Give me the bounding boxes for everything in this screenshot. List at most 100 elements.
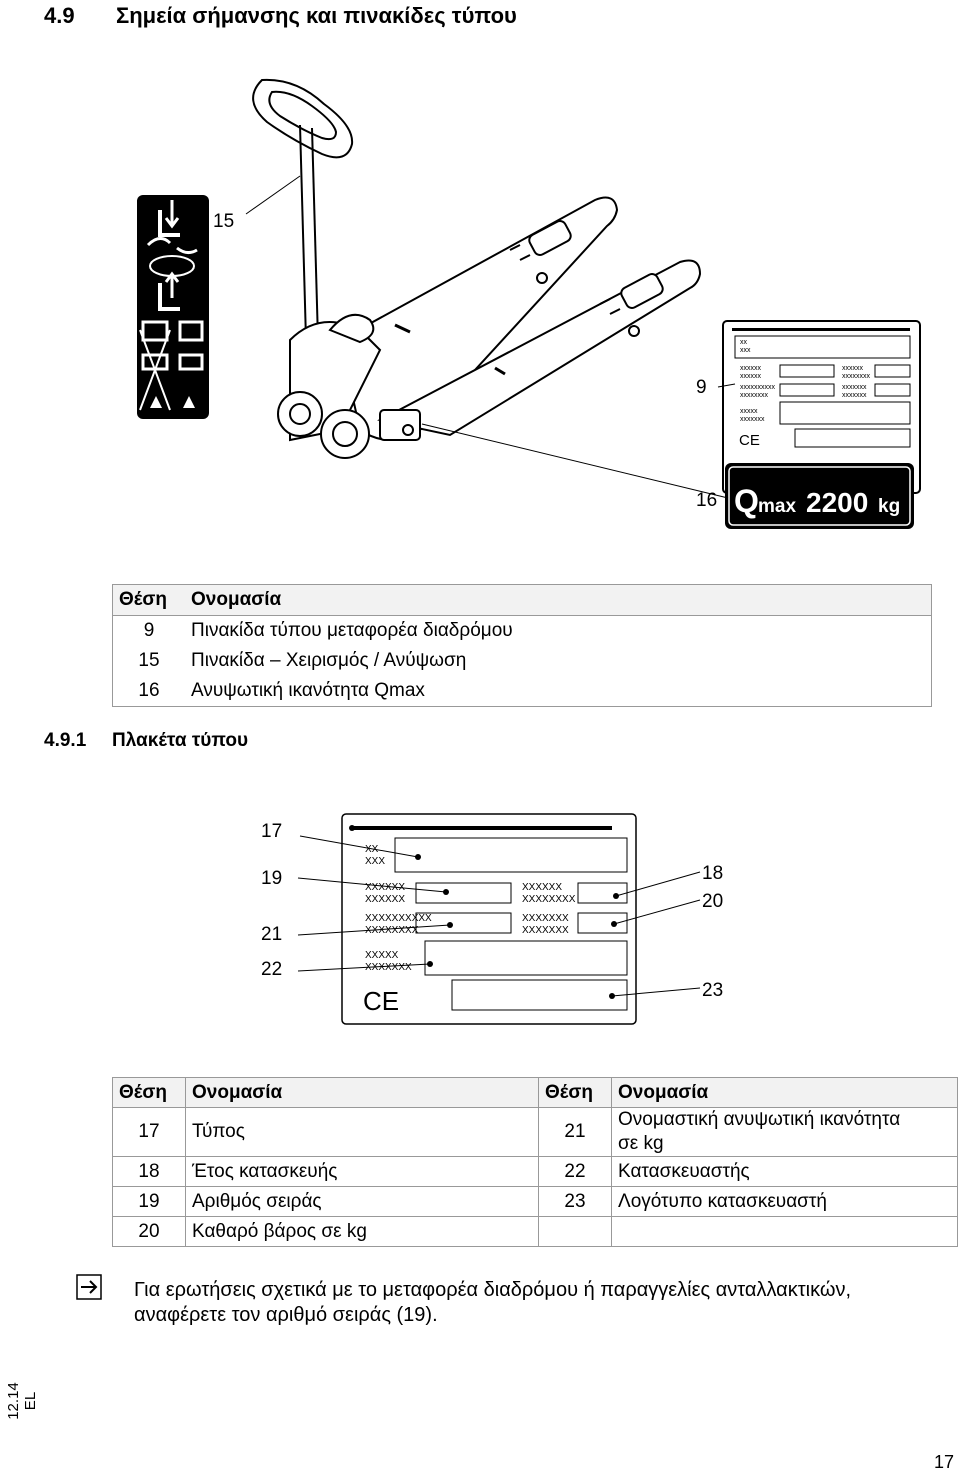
pallet-truck-figure: 15 [137,78,921,529]
row-name: Έτος κατασκευής [185,1156,539,1187]
ce-mark-small: CE [739,432,760,449]
document-code: 12.14 EL [5,1382,39,1420]
row-position-2 [538,1216,612,1247]
header-position: Θέση [112,1077,186,1108]
plate-text: XXXXXXX [522,913,569,924]
table-row: 18 Έτος κατασκευής 22 Κατασκευαστής [112,1156,958,1187]
plate-small-text: xxx [740,347,751,354]
type-plate-large: XX XXX XXXXXX XXXXXX XXXXXX XXXXXXXX XXX… [341,813,637,1025]
table-row: 19 Αριθμός σειράς 23 Λογότυπο κατασκευασ… [112,1186,958,1217]
row-position-2: 23 [538,1186,612,1217]
row-name: Ανυψωτική ικανότητα Qmax [191,680,425,701]
note-arrow-icon [76,1274,102,1300]
callout-19: 19 [261,868,282,889]
plate-text: XXXXXXX [365,962,412,973]
plate-text: XXXXX [365,950,399,961]
table-header-row: Θέση Ονομασία [112,584,932,616]
plate-small-text: xxxxxx [740,365,762,372]
table-row: 16 Ανυψωτική ικανότητα Qmax [113,676,932,707]
plate-small-text: xxxxxxx [842,384,867,391]
plate-text: XXXXXX [365,894,405,905]
table-row: 9 Πινακίδα τύπου μεταφορέα διαδρόμου [113,616,932,647]
callout-22: 22 [261,959,282,980]
callout-17: 17 [261,821,282,842]
header-name: Ονομασία [185,1077,539,1108]
header-name: Ονομασία [185,584,932,616]
header-name-2: Ονομασία [611,1077,958,1108]
table-row: 17 Τύπος 21 Ονομαστική ανυψωτική ικανότη… [112,1107,958,1157]
plate-small-text: xxxxxx [740,373,762,380]
header-position-2: Θέση [538,1077,612,1108]
plate-small-text: xxxxxxxxxx [740,384,776,391]
callout-23: 23 [702,980,723,1001]
row-name-2: Λογότυπο κατασκευαστή [611,1186,958,1217]
callout-15: 15 [213,211,234,232]
row-position: 17 [112,1107,186,1157]
row-position: 20 [112,1216,186,1247]
plate-text: XXX [365,856,385,867]
row-position: 15 [138,650,160,671]
plate-text: XX [365,844,379,855]
plate-text: XXXXXX [522,882,562,893]
plate-small-text: xxxxx [740,408,758,415]
plate-text: XXXXXXX [522,925,569,936]
operating-decal [137,195,209,419]
note-line-2: αναφέρετε τον αριθμό σειράς (19). [134,1304,438,1326]
table-header-row: Θέση Ονομασία Θέση Ονομασία [112,1077,958,1108]
plate-text: XXXXXXXX [522,894,576,905]
plate-text: XXXXXXXXXX [365,913,432,924]
note-line-1: Για ερωτήσεις σχετικά με το μεταφορέα δι… [134,1279,852,1301]
row-name: Πινακίδα τύπου μεταφορέα διαδρόμου [191,620,513,641]
callout-21: 21 [261,924,282,945]
plate-small-text: xxxxxxx [740,416,765,423]
page-number: 17 [934,1452,955,1472]
subsection-number: 4.9.1 [44,730,87,751]
plate-small-text: xxxxxxxx [740,392,769,399]
section-number: 4.9 [44,3,75,28]
row-name: Πινακίδα – Χειρισμός / Ανύψωση [191,650,467,671]
callout-20: 20 [702,891,723,912]
plate-text: XXXXXX [365,882,405,893]
qmax-max: max [758,496,796,517]
row-name-2 [611,1216,958,1247]
header-position: Θέση [112,584,185,616]
plate-small-text: xxxxxxx [842,392,867,399]
plate-small-text: xxxxxx [842,365,864,372]
position-table-1: Θέση Ονομασία 9 Πινακίδα τύπου μεταφορέα… [112,584,932,707]
ce-mark: CE [363,986,399,1016]
plate-text: XXXXXXXX [365,925,419,936]
row-position: 16 [138,680,160,701]
row-position-2: 22 [538,1156,612,1187]
row-name-2-line1: Ονομαστική ανυψωτική ικανότητα [618,1109,901,1130]
note-text: Για ερωτήσεις σχετικά με το μεταφορέα δι… [134,1278,960,1328]
type-plate-figure: XX XXX XXXXXX XXXXXX XXXXXX XXXXXXXX XXX… [261,813,723,1025]
plate-small-text: xxxxxxxx [842,373,871,380]
row-position: 18 [112,1156,186,1187]
row-name-2: Ονομαστική ανυψωτική ικανότητα σε kg [611,1107,958,1157]
plate-small-text: xx [740,339,748,346]
section-title: Σημεία σήμανσης και πινακίδες τύπου [116,3,517,28]
row-name: Αριθμός σειράς [185,1186,539,1217]
subsection-heading: 4.9.1 Πλακέτα τύπου [44,730,248,752]
position-table-2: Θέση Ονομασία Θέση Ονομασία 17 Τύπος 21 … [112,1077,958,1247]
qmax-value: 2200 [806,487,868,518]
qmax-unit: kg [878,496,900,517]
row-position: 9 [143,620,155,641]
pallet-truck-drawing [252,78,702,459]
type-plate-small: xx xxx xxxxxx xxxxxx xxxxxx xxxxxxxx xxx… [722,320,921,494]
section-heading: 4.9 Σημεία σήμανσης και πινακίδες τύπου [44,3,517,29]
row-position-2: 21 [538,1107,612,1157]
row-name: Τύπος [185,1107,539,1157]
callout-9: 9 [696,377,707,398]
row-name: Καθαρό βάρος σε kg [185,1216,539,1247]
qmax-plate: Q max 2200 kg [725,463,914,529]
callout-16: 16 [696,490,717,511]
callout-18: 18 [702,863,723,884]
table-row: 20 Καθαρό βάρος σε kg [112,1216,958,1247]
subsection-title: Πλακέτα τύπου [112,730,249,751]
row-name-2-line2: σε kg [618,1133,664,1154]
qmax-q: Q [734,483,759,519]
row-name-2: Κατασκευαστής [611,1156,958,1187]
row-position: 19 [112,1186,186,1217]
table-row: 15 Πινακίδα – Χειρισμός / Ανύψωση [113,646,932,676]
